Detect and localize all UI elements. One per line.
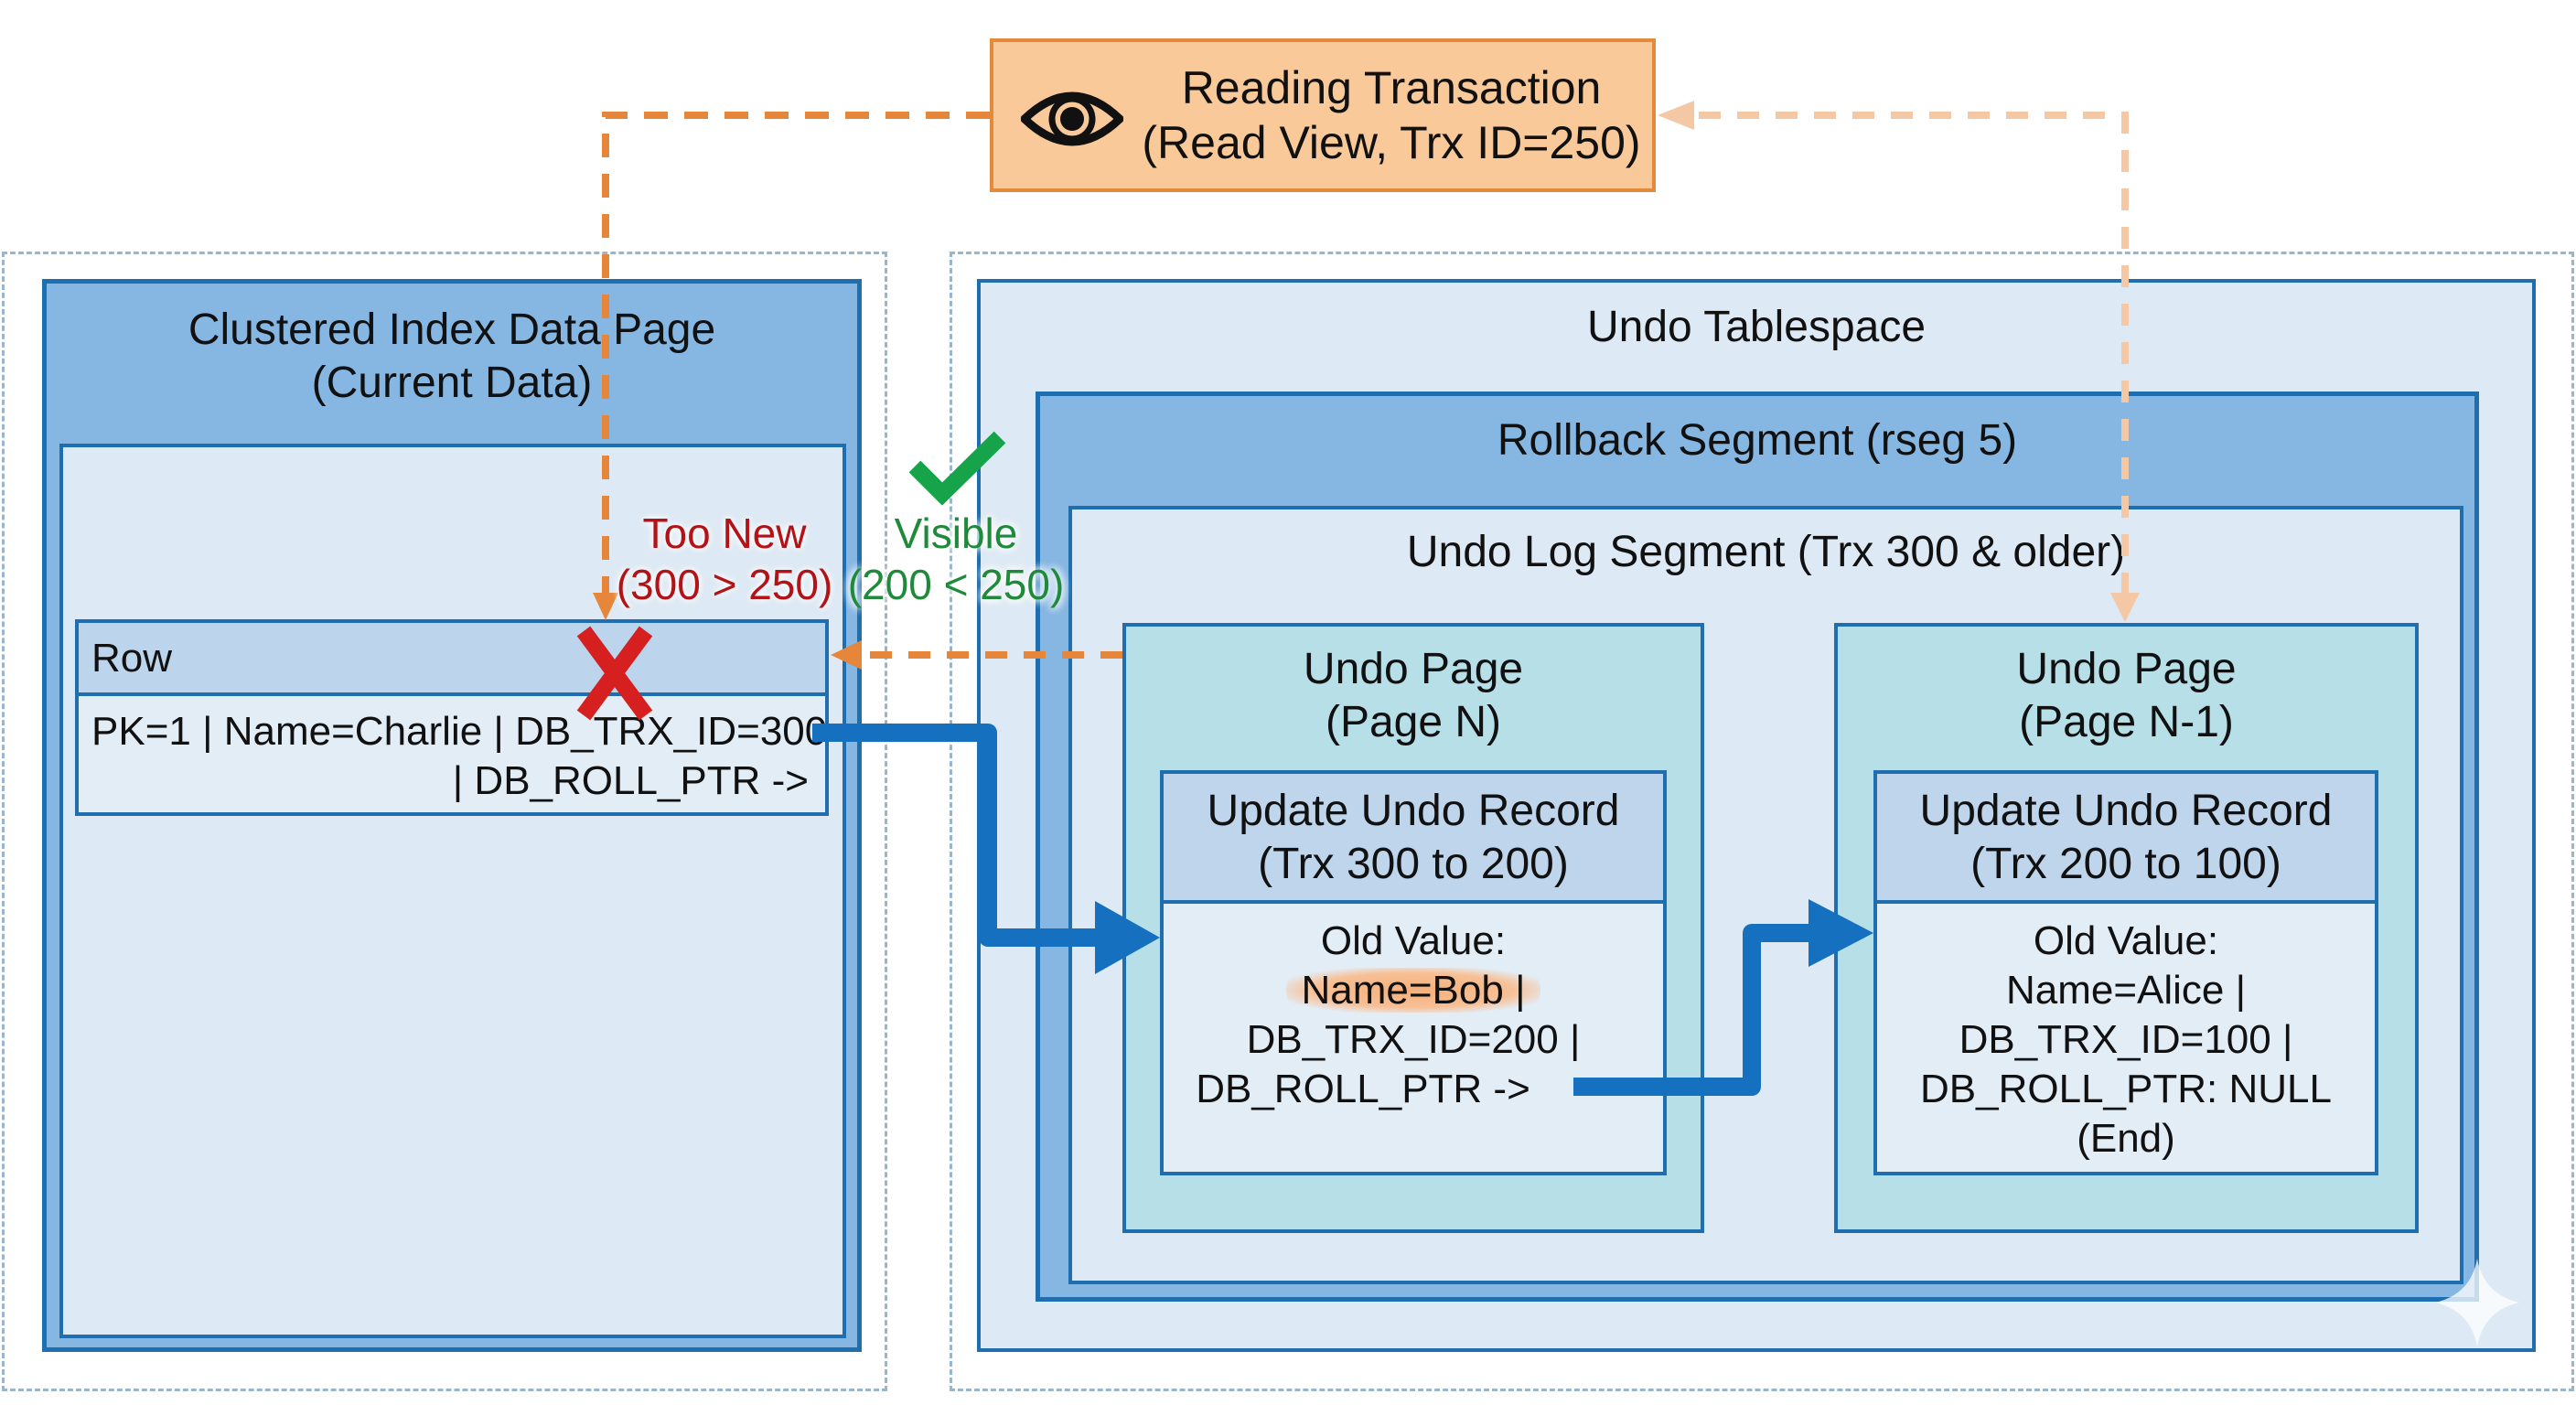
undo-record-n-minus-1-title: Update Undo Record bbox=[1919, 787, 2333, 835]
too-new-text: Too New bbox=[642, 509, 807, 557]
visible-text: Visible bbox=[894, 509, 1018, 557]
reading-transaction-box: Reading Transaction (Read View, Trx ID=2… bbox=[990, 38, 1656, 192]
undo-record-n-minus-1-header: Update Undo Record (Trx 200 to 100) bbox=[1877, 774, 2375, 904]
too-new-label: Too New (300 > 250) bbox=[615, 508, 834, 610]
undo-record-n-highlighted-value: Name=Bob | bbox=[1286, 968, 1540, 1013]
undo-record-n-minus-1-subtitle: (Trx 200 to 100) bbox=[1970, 840, 2281, 888]
undo-record-n-subtitle: (Trx 300 to 200) bbox=[1258, 840, 1569, 888]
undo-record-n-title: Update Undo Record bbox=[1207, 787, 1620, 835]
undo-record-n-line: DB_ROLL_PTR -> bbox=[1196, 1067, 1530, 1111]
row-data-line1: PK=1 | Name=Charlie | DB_TRX_ID=300 bbox=[91, 709, 828, 754]
undo-record-n-minus-1: Update Undo Record (Trx 200 to 100) Old … bbox=[1873, 770, 2378, 1175]
undo-page-n-title: Undo Page bbox=[1303, 645, 1524, 693]
undo-record-n-header: Update Undo Record (Trx 300 to 200) bbox=[1164, 774, 1663, 904]
visible-detail: (200 < 250) bbox=[847, 561, 1065, 608]
undo-page-n-subtitle: (Page N) bbox=[1325, 698, 1502, 746]
clustered-index-subtitle: (Current Data) bbox=[311, 359, 593, 407]
eye-icon bbox=[1020, 86, 1124, 152]
row-header-label: Row bbox=[91, 636, 173, 681]
rollback-segment-title: Rollback Segment (rseg 5) bbox=[1497, 416, 2018, 465]
undo-record-n-minus-1-line: Old Value: bbox=[2033, 918, 2219, 963]
undo-page-n-minus-1-subtitle: (Page N-1) bbox=[2019, 698, 2234, 746]
too-new-detail: (300 > 250) bbox=[616, 561, 833, 608]
undo-record-n-minus-1-line: Name=Alice | bbox=[2005, 968, 2247, 1013]
undo-record-n-minus-1-line: DB_ROLL_PTR: NULL bbox=[1920, 1067, 2332, 1111]
undo-record-n-line: Old Value: bbox=[1320, 918, 1507, 963]
undo-record-n-minus-1-line: (End) bbox=[2077, 1116, 2175, 1161]
undo-record-n-line: DB_TRX_ID=200 | bbox=[1246, 1017, 1581, 1062]
row-box: Row PK=1 | Name=Charlie | DB_TRX_ID=300 … bbox=[75, 619, 829, 816]
undo-tablespace-title: Undo Tablespace bbox=[1586, 303, 1927, 351]
row-data-line2: | DB_ROLL_PTR -> bbox=[452, 758, 809, 803]
undo-record-n: Update Undo Record (Trx 300 to 200) Old … bbox=[1160, 770, 1667, 1175]
visible-label: Visible (200 < 250) bbox=[846, 508, 1066, 610]
undo-record-n-minus-1-line: DB_TRX_ID=100 | bbox=[1959, 1017, 2293, 1062]
reading-transaction-subtitle: (Read View, Trx ID=250) bbox=[1142, 117, 1641, 168]
clustered-index-title: Clustered Index Data Page bbox=[188, 306, 716, 354]
undo-page-n-minus-1-title: Undo Page bbox=[2016, 645, 2237, 693]
row-header: Row bbox=[79, 623, 825, 696]
undo-log-segment-title: Undo Log Segment (Trx 300 & older) bbox=[1406, 528, 2126, 576]
reading-transaction-title: Reading Transaction bbox=[1181, 62, 1602, 113]
